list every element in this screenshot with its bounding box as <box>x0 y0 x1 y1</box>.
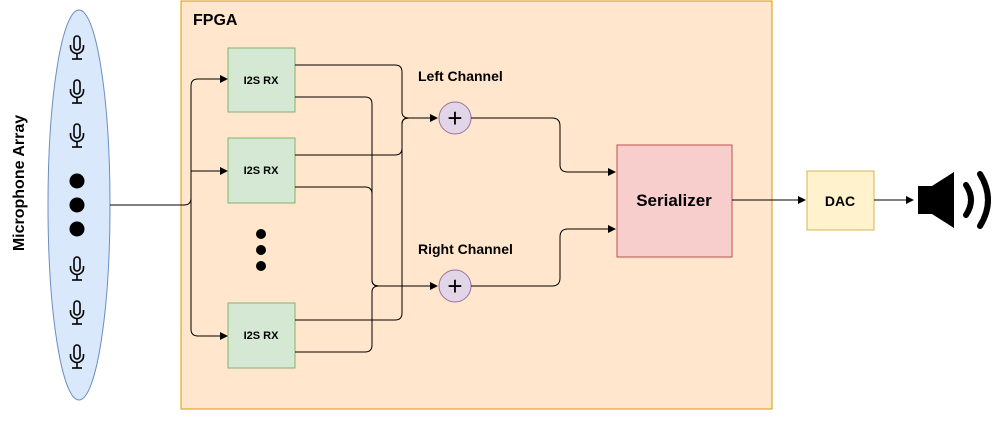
fpga-label: FPGA <box>193 12 238 29</box>
i2s-rx-block <box>227 137 296 204</box>
ellipsis-dot <box>69 197 85 213</box>
ellipsis-dot <box>69 173 85 189</box>
dac-block <box>806 170 875 231</box>
rx-to-adder-connectors <box>295 64 438 353</box>
microphones <box>69 35 85 369</box>
dac-label: DAC <box>825 193 855 209</box>
serializer-block <box>616 144 733 258</box>
right-channel-label: Right Channel <box>418 241 513 257</box>
i2s-rx-block <box>227 302 296 369</box>
adder-symbol: + <box>447 103 462 133</box>
i2s-rx-label: I2S RX <box>244 75 280 87</box>
i2s-rx-label: I2S RX <box>244 165 280 177</box>
serializer-label: Serializer <box>636 191 712 210</box>
i2s-rx-block <box>227 47 296 113</box>
array-label: Microphone Array <box>11 115 28 251</box>
ellipsis-dot <box>256 261 266 271</box>
adder-to-serializer-connectors <box>471 117 616 287</box>
ellipsis-dot <box>256 229 266 239</box>
array-connectors <box>110 75 228 340</box>
speaker-icon <box>918 171 991 229</box>
adder-symbol: + <box>447 271 462 301</box>
i2s-rx-label: I2S RX <box>244 330 280 342</box>
left-channel-label: Left Channel <box>418 68 503 84</box>
ellipsis-dot <box>256 245 266 255</box>
ellipsis-dot <box>69 221 85 237</box>
